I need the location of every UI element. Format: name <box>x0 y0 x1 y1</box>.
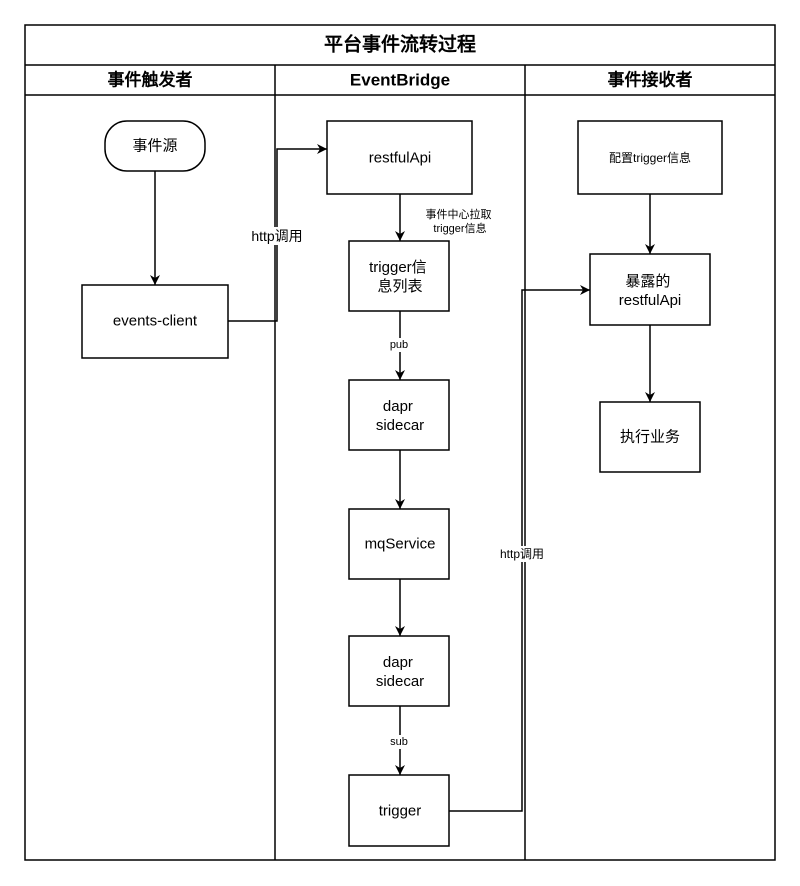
edge-label: 事件中心拉取 trigger信息 <box>425 207 494 235</box>
edge-trigger-list-to-dapr-sidecar: pub <box>386 311 413 380</box>
node-label: 暴露的 restfulApi <box>619 273 682 309</box>
node-shape <box>348 508 450 580</box>
node-label: trigger <box>379 803 422 820</box>
node-dapr-sidecar-pub: dapr sidecar <box>348 379 450 451</box>
node-label: 配置trigger信息 <box>609 150 691 165</box>
node-events-client: events-client <box>81 284 229 359</box>
node-event-source: 事件源 <box>104 120 206 172</box>
lane-header-eventbridge: EventBridge <box>350 71 450 90</box>
node-mq-service: mqService <box>348 508 450 580</box>
edge-label-background <box>496 546 549 562</box>
edge-label: pub <box>390 339 408 351</box>
edge-label: http调用 <box>500 547 544 561</box>
node-label: events-client <box>113 313 198 330</box>
node-shape <box>81 284 229 359</box>
edge-label-background <box>386 735 413 749</box>
node-trigger: trigger <box>348 774 450 847</box>
node-label-line: sidecar <box>376 417 424 434</box>
node-label: restfulApi <box>369 150 432 167</box>
diagram-frame <box>24 24 776 861</box>
lane-header-trigger-side: 事件触发者 <box>108 70 193 90</box>
node-label-line: dapr <box>383 398 413 415</box>
edge-label-line: trigger信息 <box>433 221 486 235</box>
edge-events-client-to-restful-api: http调用 <box>228 144 327 322</box>
node-shape <box>348 240 450 312</box>
node-label-line: 暴露的 <box>625 273 670 290</box>
node-shape <box>326 120 473 195</box>
edge-label: sub <box>390 736 408 748</box>
node-shape <box>577 120 723 195</box>
edge-label: http调用 <box>251 228 302 244</box>
node-label: 执行业务 <box>620 429 680 446</box>
node-shape <box>589 253 711 326</box>
node-restful-api: restfulApi <box>326 120 473 195</box>
node-shape <box>599 401 701 473</box>
node-label-line: 息列表 <box>377 278 422 295</box>
node-label-line: sidecar <box>376 673 424 690</box>
node-exposed-restful-api: 暴露的 restfulApi <box>589 253 711 326</box>
node-label-line: dapr <box>383 654 413 671</box>
node-label: dapr sidecar <box>376 654 424 690</box>
edge-dapr-sidecar-to-trigger: sub <box>386 706 413 775</box>
diagram-title: 平台事件流转过程 <box>324 33 476 56</box>
node-label: trigger信 息列表 <box>369 259 431 295</box>
node-trigger-info-list: trigger信 息列表 <box>348 240 450 312</box>
node-label: dapr sidecar <box>376 398 424 434</box>
node-config-trigger-info: 配置trigger信息 <box>577 120 723 195</box>
edge-trigger-to-exposed-restful-api: http调用 <box>449 285 590 812</box>
edge-label-background <box>386 338 413 352</box>
lane-header-receiver-side: 事件接收者 <box>608 70 693 90</box>
node-label: 事件源 <box>132 138 177 155</box>
node-label: mqService <box>365 536 436 553</box>
edge-label-line: 事件中心拉取 <box>425 207 491 221</box>
node-label-line: trigger信 <box>369 259 427 276</box>
node-shape <box>348 774 450 847</box>
node-shape <box>348 635 450 707</box>
node-label-line: restfulApi <box>619 292 682 309</box>
edge-restful-api-to-trigger-list: 事件中心拉取 trigger信息 <box>395 194 494 241</box>
node-shape <box>104 120 206 172</box>
node-shape <box>348 379 450 451</box>
node-execute-business: 执行业务 <box>599 401 701 473</box>
node-dapr-sidecar-sub: dapr sidecar <box>348 635 450 707</box>
edge-label-background <box>245 227 309 245</box>
